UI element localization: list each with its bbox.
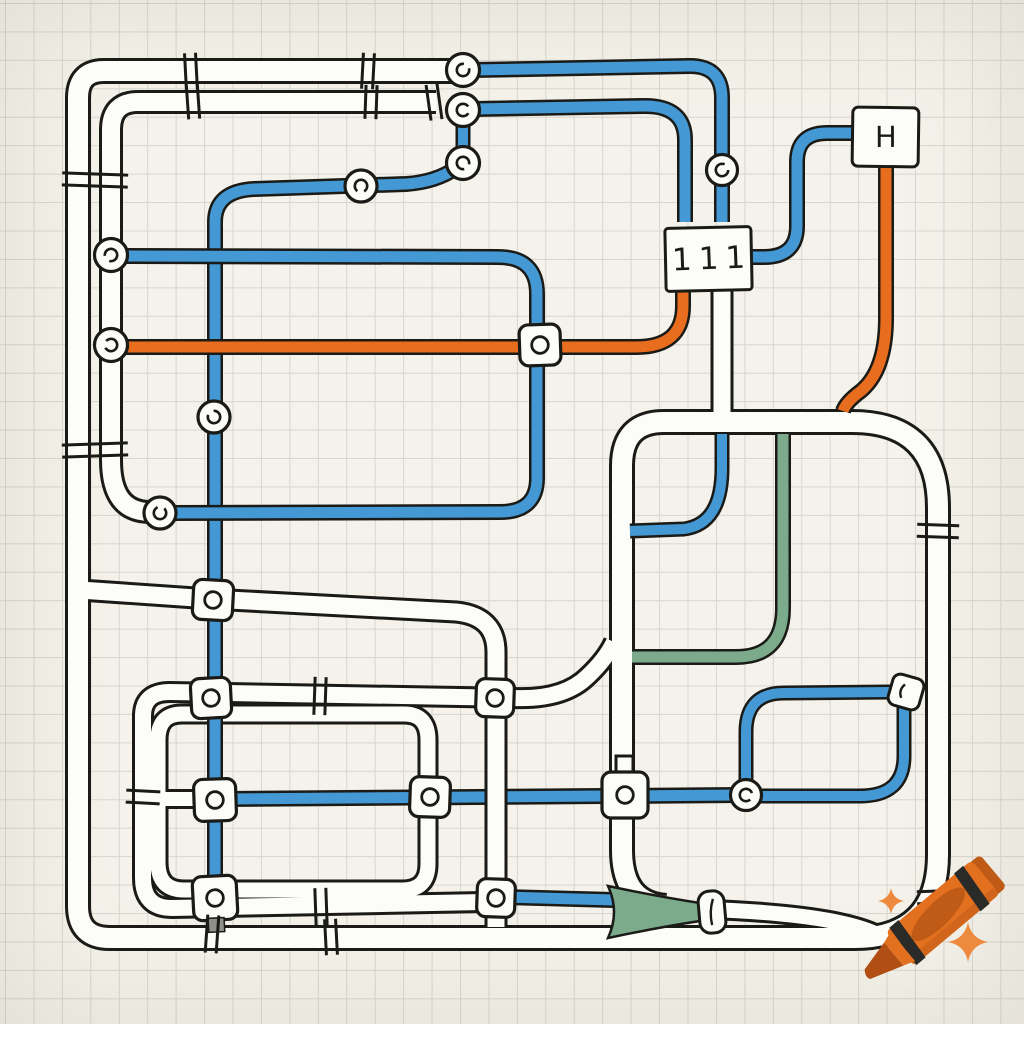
blue-corner-brace [629, 434, 727, 536]
connector-node-cap-19 [696, 889, 728, 935]
connector-node-circle-6 [196, 399, 232, 435]
blue-c-loop [123, 250, 543, 519]
blue-bottom-run [225, 789, 741, 805]
connector-node-circle-3 [343, 168, 379, 204]
pipe-coupling-1 [184, 84, 202, 120]
pipe-coupling-7 [312, 676, 328, 716]
crayon-tip [864, 942, 904, 980]
connector-node-circle-9 [728, 777, 764, 813]
blue-top-line [471, 60, 728, 222]
pipe-coupling-3 [363, 84, 379, 120]
inner-rect [150, 706, 436, 898]
connector-node-square-16 [600, 754, 650, 820]
green-funnel [605, 884, 702, 940]
top-second-pipe [102, 93, 436, 521]
connector-node-circle-8 [704, 152, 740, 188]
connector-node-circle-4 [92, 236, 130, 274]
blue-box-to-hbox [742, 127, 852, 263]
blue-second-line [473, 100, 691, 222]
green-line [632, 434, 789, 663]
funnel-tail [721, 902, 880, 941]
pipe-coupling-12 [916, 522, 960, 540]
outer-frame-and-big-loop [68, 61, 948, 948]
top-second-pipe-outline [99, 90, 436, 524]
mid-branch-vertical [79, 581, 505, 927]
crayon-band-front [889, 920, 926, 966]
crayon-logo-icon [864, 856, 1005, 980]
connector-node-circle-2 [444, 144, 482, 182]
pipe-coupling-11 [323, 918, 339, 956]
connector-node-circle-1 [444, 91, 482, 129]
connector-node-cap-20 [886, 672, 926, 712]
blue-ring-a-outline [738, 684, 895, 792]
connector-node-square-17 [190, 873, 240, 934]
crayon-label-ellipse [911, 887, 966, 942]
pipe-coupling-9 [313, 887, 329, 927]
blue-ring-b-outline [748, 704, 912, 804]
crayon-facet [909, 888, 999, 965]
crayon-butt [969, 856, 1005, 895]
pipe-coupling-0 [183, 52, 199, 92]
junction-box-111-label: 111 [671, 238, 753, 278]
blue-left-vertical [209, 163, 460, 884]
connector-node-square-10 [517, 322, 563, 368]
blue-ring-b [748, 704, 909, 801]
blue-second-line-outline [473, 97, 693, 222]
pipe-coupling-4 [424, 83, 444, 121]
connector-node-circle-0 [444, 51, 482, 89]
junction-box-h: H [850, 105, 921, 169]
connector-node-square-11 [190, 577, 236, 623]
orange-hbox-drop [837, 164, 892, 414]
connector-node-square-15 [408, 775, 452, 819]
sparkles [878, 888, 988, 962]
sparkle-icon [878, 888, 904, 914]
connector-node-square-14 [191, 776, 239, 824]
blue-funnel-feed [504, 891, 615, 906]
connector-node-square-18 [475, 877, 517, 919]
green-line-outline [632, 434, 791, 665]
crayon-band-rear [953, 865, 990, 912]
junction-box-h-label: H [874, 119, 897, 154]
sparkle-icon [948, 922, 988, 962]
pipe-coupling-6 [61, 441, 129, 459]
pipe-coupling-8 [125, 788, 161, 806]
connector-node-square-12 [188, 675, 234, 721]
pipe-coupling-10 [203, 914, 221, 954]
lower-loop-left-bottom [135, 714, 484, 917]
connector-node-circle-5 [92, 326, 130, 364]
orange-main-line [124, 290, 689, 353]
crayon-logo [864, 856, 1005, 980]
connector-node-circle-7 [142, 495, 178, 531]
lower-loop-top-edge [135, 638, 622, 717]
connector-node-square-13 [474, 677, 516, 719]
blue-ring-a [741, 687, 895, 792]
crayon-collar [884, 931, 916, 966]
junction-box-111: 111 [663, 225, 754, 293]
blue-c-loop-outline [123, 248, 545, 521]
pipe-coupling-2 [360, 52, 376, 90]
pipe-coupling-5 [61, 171, 129, 189]
